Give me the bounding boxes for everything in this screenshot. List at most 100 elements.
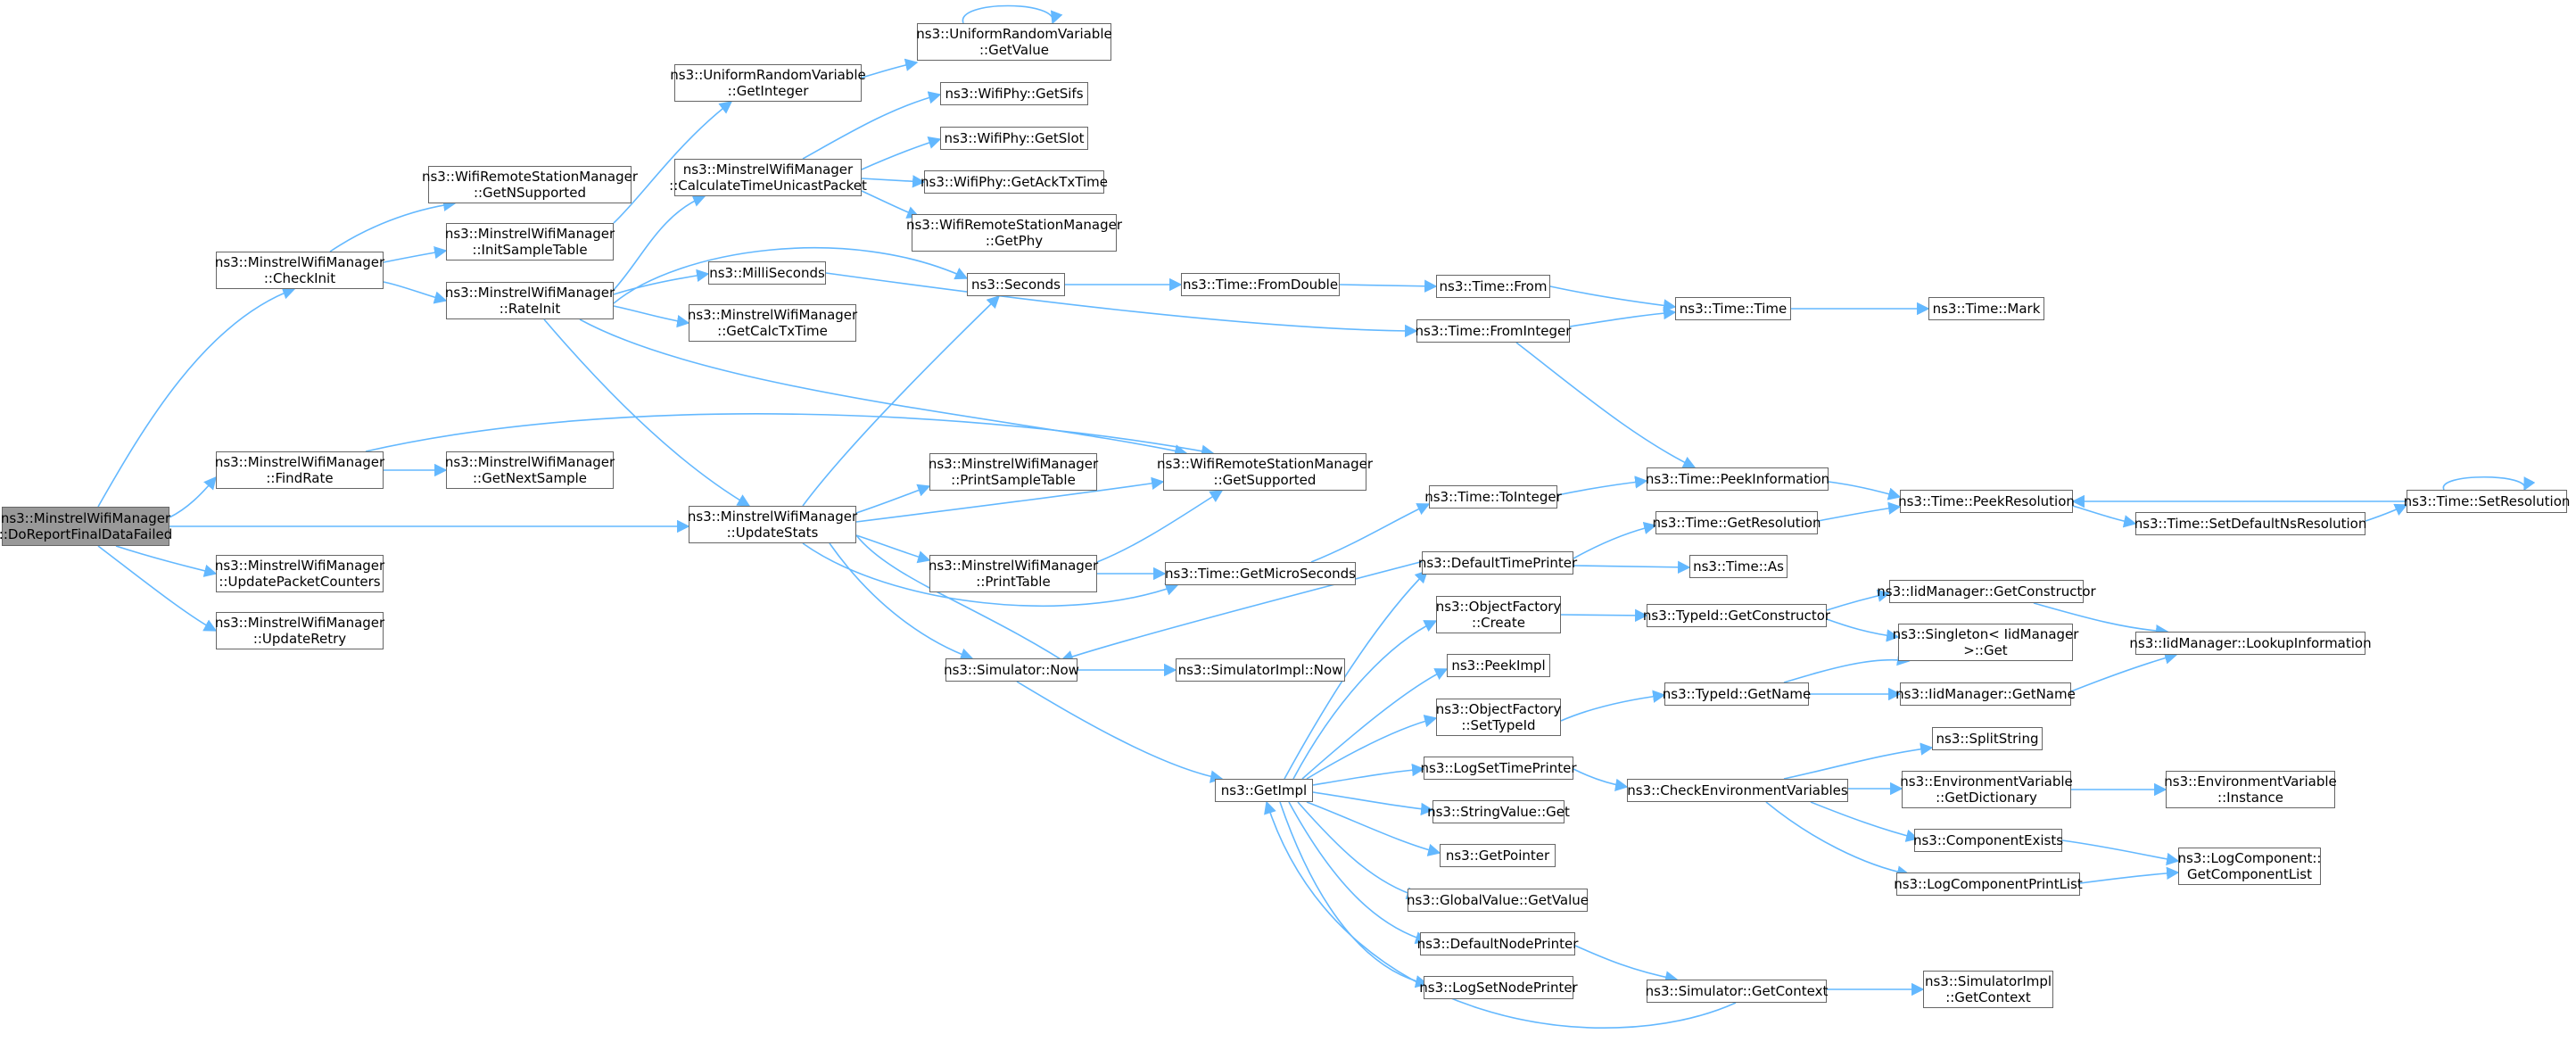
node-time-from[interactable]: ns3::Time::From bbox=[1436, 275, 1550, 298]
call-edge bbox=[962, 4, 1063, 25]
node-initsampletable[interactable]: ns3::MinstrelWifiManager::InitSampleTabl… bbox=[445, 223, 615, 260]
call-edge bbox=[1556, 476, 1648, 496]
node-checkenvvars[interactable]: ns3::CheckEnvironmentVariables bbox=[1627, 779, 1848, 802]
call-edge bbox=[1560, 690, 1666, 722]
node-time-mark[interactable]: ns3::Time::Mark bbox=[1928, 297, 2044, 320]
node-root[interactable]: ns3::MinstrelWifiManager::DoReportFinalD… bbox=[0, 507, 172, 546]
node-label: ns3::DefaultNodePrinter bbox=[1416, 936, 1579, 952]
node-label: ::FindRate bbox=[266, 470, 334, 486]
node-iid-getconstructor[interactable]: ns3::IidManager::GetConstructor bbox=[1877, 580, 2096, 603]
node-getphy[interactable]: ns3::WifiRemoteStationManager::GetPhy bbox=[906, 214, 1122, 252]
node-printtable[interactable]: ns3::MinstrelWifiManager::PrintTable bbox=[929, 555, 1098, 592]
node-label: ns3::Time::FromInteger bbox=[1415, 323, 1572, 339]
call-edge bbox=[861, 175, 926, 188]
node-label: ns3::Seconds bbox=[971, 277, 1061, 293]
node-componentexists[interactable]: ns3::ComponentExists bbox=[1913, 829, 2063, 852]
node-getacktxtime[interactable]: ns3::WifiPhy::GetAckTxTime bbox=[921, 170, 1108, 194]
node-typeid-getconstructor[interactable]: ns3::TypeId::GetConstructor bbox=[1643, 604, 1830, 627]
node-singleton-get[interactable]: ns3::Singleton< IidManager>::Get bbox=[1893, 624, 2078, 661]
call-edge bbox=[1306, 715, 1438, 780]
call-edge bbox=[383, 245, 448, 263]
node-label: ::Create bbox=[1472, 615, 1525, 631]
node-time-peekresolution[interactable]: ns3::Time::PeekResolution bbox=[1898, 490, 2075, 513]
call-edge bbox=[613, 269, 710, 295]
node-getpointer[interactable]: ns3::GetPointer bbox=[1440, 844, 1556, 867]
node-getnextsample[interactable]: ns3::MinstrelWifiManager::GetNextSample bbox=[445, 451, 615, 489]
node-updatestats[interactable]: ns3::MinstrelWifiManager::UpdateStats bbox=[688, 506, 857, 543]
node-calctimeunicast[interactable]: ns3::MinstrelWifiManager::CalculateTimeU… bbox=[669, 159, 867, 196]
node-label: ns3::TypeId::GetConstructor bbox=[1642, 608, 1831, 624]
call-edge bbox=[855, 534, 1079, 671]
node-time-getresolution[interactable]: ns3::Time::GetResolution bbox=[1653, 511, 1821, 534]
node-checkinit[interactable]: ns3::MinstrelWifiManager::CheckInit bbox=[215, 252, 384, 289]
call-edge bbox=[97, 286, 296, 508]
node-urv-getvalue[interactable]: ns3::UniformRandomVariable::GetValue bbox=[916, 23, 1112, 61]
node-label: ns3::Time::SetResolution bbox=[2403, 493, 2571, 509]
node-logsettimeprinter[interactable]: ns3::LogSetTimePrinter bbox=[1421, 757, 1577, 780]
node-getcalctxtime[interactable]: ns3::MinstrelWifiManager::GetCalcTxTime bbox=[688, 304, 857, 342]
node-updatepacketcounters[interactable]: ns3::MinstrelWifiManager::UpdatePacketCo… bbox=[215, 555, 384, 592]
node-label: ::GetValue bbox=[978, 42, 1050, 58]
call-edge bbox=[1573, 768, 1629, 791]
node-iid-getname[interactable]: ns3::IidManager::GetName bbox=[1895, 682, 2076, 706]
node-simimpl-now[interactable]: ns3::SimulatorImpl::Now bbox=[1176, 658, 1345, 682]
node-logsetnodeprinter[interactable]: ns3::LogSetNodePrinter bbox=[1419, 976, 1578, 999]
node-time-setdefaultnsresolution[interactable]: ns3::Time::SetDefaultNsResolution bbox=[2134, 512, 2366, 535]
node-label: ns3::WifiRemoteStationManager bbox=[1156, 456, 1374, 472]
call-edge bbox=[1306, 801, 1441, 856]
node-label: ns3::WifiPhy::GetSifs bbox=[945, 86, 1084, 102]
node-splitstring[interactable]: ns3::SplitString bbox=[1932, 727, 2043, 750]
node-urv-getinteger[interactable]: ns3::UniformRandomVariable::GetInteger bbox=[670, 64, 866, 102]
node-simimpl-getcontext[interactable]: ns3::SimulatorImpl::GetContext bbox=[1923, 971, 2053, 1008]
node-sim-now[interactable]: ns3::Simulator::Now bbox=[944, 658, 1079, 682]
node-iid-lookupinformation[interactable]: ns3::IidManager::LookupInformation bbox=[2129, 632, 2372, 655]
node-time-time[interactable]: ns3::Time::Time bbox=[1675, 297, 1791, 320]
node-time-getmicroseconds[interactable]: ns3::Time::GetMicroSeconds bbox=[1165, 562, 1356, 585]
node-getsifs[interactable]: ns3::WifiPhy::GetSifs bbox=[940, 82, 1088, 105]
node-objfactory-create[interactable]: ns3::ObjectFactory::Create bbox=[1436, 596, 1561, 633]
node-time-as[interactable]: ns3::Time::As bbox=[1689, 555, 1788, 578]
node-defaulttimeprinter[interactable]: ns3::DefaultTimePrinter bbox=[1418, 551, 1577, 575]
node-globalvalue-getvalue[interactable]: ns3::GlobalValue::GetValue bbox=[1406, 889, 1589, 912]
call-edge bbox=[613, 246, 969, 304]
node-logcomponentprintlist[interactable]: ns3::LogComponentPrintList bbox=[1894, 872, 2083, 896]
node-label: ::PrintSampleTable bbox=[951, 472, 1076, 488]
node-peekimpl[interactable]: ns3::PeekImpl bbox=[1447, 654, 1550, 677]
node-label: ::GetSupported bbox=[1213, 472, 1317, 488]
node-label: ::GetNextSample bbox=[472, 470, 588, 486]
node-logcomponent-getcomponentlist[interactable]: ns3::LogComponent::GetComponentList bbox=[2178, 848, 2321, 885]
node-seconds[interactable]: ns3::Seconds bbox=[967, 273, 1065, 296]
node-sim-getcontext[interactable]: ns3::Simulator::GetContext bbox=[1646, 980, 1828, 1003]
node-label: ns3::SplitString bbox=[1936, 731, 2039, 747]
node-defaultnodeprinter[interactable]: ns3::DefaultNodePrinter bbox=[1417, 932, 1578, 955]
node-label: ns3::MinstrelWifiManager bbox=[444, 285, 615, 301]
node-time-setresolution[interactable]: ns3::Time::SetResolution bbox=[2404, 490, 2570, 513]
node-time-tointeger[interactable]: ns3::Time::ToInteger bbox=[1424, 485, 1562, 509]
node-updateretry[interactable]: ns3::MinstrelWifiManager::UpdateRetry bbox=[215, 612, 384, 649]
node-time-peekinformation[interactable]: ns3::Time::PeekInformation bbox=[1646, 467, 1829, 491]
node-label: ns3::MilliSeconds bbox=[709, 265, 825, 281]
node-objfactory-settypeid[interactable]: ns3::ObjectFactory::SetTypeId bbox=[1436, 699, 1561, 736]
node-typeid-getname[interactable]: ns3::TypeId::GetName bbox=[1663, 682, 1811, 706]
node-time-frominteger[interactable]: ns3::Time::FromInteger bbox=[1415, 319, 1572, 343]
node-printsampletable[interactable]: ns3::MinstrelWifiManager::PrintSampleTab… bbox=[929, 453, 1098, 491]
node-getslot[interactable]: ns3::WifiPhy::GetSlot bbox=[940, 127, 1088, 150]
node-stringvalue-get[interactable]: ns3::StringValue::Get bbox=[1427, 800, 1570, 823]
call-edge bbox=[861, 58, 919, 79]
node-envvar-getdictionary[interactable]: ns3::EnvironmentVariable::GetDictionary bbox=[1900, 771, 2073, 808]
call-edge bbox=[365, 413, 1215, 458]
node-milliseconds[interactable]: ns3::MilliSeconds bbox=[708, 261, 826, 285]
node-label: ns3::GlobalValue::GetValue bbox=[1406, 892, 1589, 908]
node-time-fromdouble[interactable]: ns3::Time::FromDouble bbox=[1181, 273, 1340, 296]
node-envvar-instance[interactable]: ns3::EnvironmentVariable::Instance bbox=[2164, 771, 2337, 808]
call-edge bbox=[169, 476, 217, 518]
node-getsupported[interactable]: ns3::WifiRemoteStationManager::GetSuppor… bbox=[1157, 453, 1373, 491]
node-rateinit[interactable]: ns3::MinstrelWifiManager::RateInit bbox=[444, 282, 615, 319]
call-edge bbox=[2070, 651, 2178, 692]
node-getimpl[interactable]: ns3::GetImpl bbox=[1215, 779, 1313, 802]
node-label: ns3::Time::As bbox=[1693, 558, 1784, 575]
node-label: ::InitSampleTable bbox=[472, 242, 588, 258]
node-label: ns3::Time::Time bbox=[1679, 301, 1788, 317]
node-findrate[interactable]: ns3::MinstrelWifiManager::FindRate bbox=[215, 451, 384, 489]
node-getnsupported[interactable]: ns3::WifiRemoteStationManager::GetNSuppo… bbox=[422, 166, 638, 203]
